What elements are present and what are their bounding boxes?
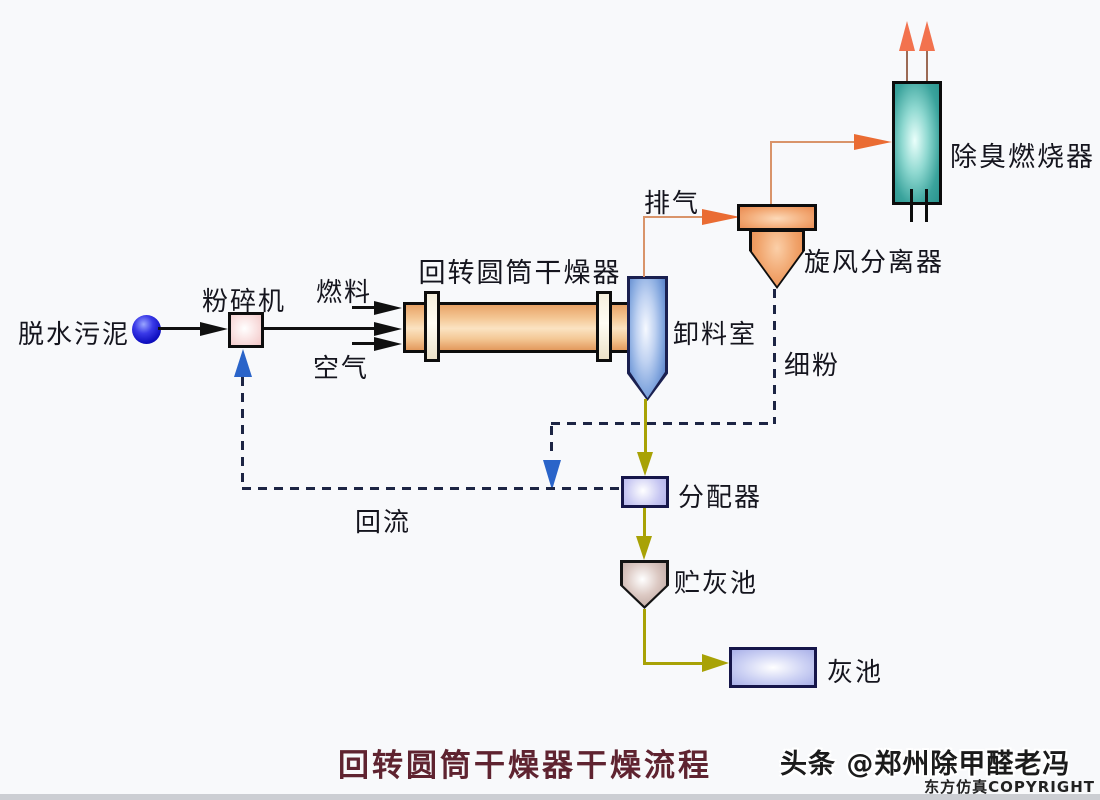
burner-label: 除臭燃烧器 bbox=[950, 142, 1095, 173]
fine-powder-line-vertical bbox=[773, 289, 776, 424]
exhaust-riser-line bbox=[643, 218, 645, 277]
fine-powder-label: 细粉 bbox=[784, 351, 841, 381]
cyclone-to-burner-arrowhead bbox=[854, 134, 892, 150]
reflux-label: 回流 bbox=[355, 508, 412, 538]
burner-vent-stem-right bbox=[926, 44, 928, 81]
fine-powder-drop-line bbox=[550, 426, 553, 458]
burner-vent-stem-left bbox=[906, 44, 908, 81]
dryer-cylinder bbox=[403, 302, 630, 353]
chamber-to-distributor-line bbox=[644, 399, 647, 453]
cyclone-funnel bbox=[749, 229, 805, 289]
distributor-box bbox=[621, 476, 669, 508]
watermark-headline: 头条 @郑州除甲醛老冯 bbox=[780, 749, 1071, 780]
burner-vent-arrowhead-right bbox=[919, 21, 935, 51]
fine-powder-down-arrowhead bbox=[543, 460, 561, 490]
sludge-label: 脱水污泥 bbox=[18, 320, 131, 350]
dryer-label: 回转圆筒干燥器 bbox=[418, 258, 622, 289]
discharge-chamber-label: 卸料室 bbox=[673, 320, 758, 350]
discharge-chamber bbox=[627, 276, 668, 401]
exhaust-label: 排气 bbox=[644, 189, 701, 219]
cyclone-label: 旋风分离器 bbox=[804, 248, 945, 278]
cyclone-to-burner-line bbox=[770, 141, 856, 143]
ash-storage-hopper bbox=[620, 560, 669, 609]
reflux-line-horizontal bbox=[242, 487, 621, 490]
bottom-strip bbox=[0, 794, 1100, 800]
reflux-line-vertical bbox=[241, 377, 244, 488]
ash-pool-box bbox=[729, 647, 817, 688]
chamber-to-distributor-arrowhead bbox=[637, 452, 653, 476]
distributor-to-hopper-line bbox=[643, 508, 646, 538]
reflux-up-arrowhead bbox=[234, 349, 252, 377]
cyclone-to-burner-riser bbox=[770, 142, 772, 204]
hopper-to-pool-arrowhead bbox=[702, 654, 729, 672]
diagram-title: 回转圆筒干燥器干燥流程 bbox=[338, 748, 712, 784]
fuel-label: 燃料 bbox=[316, 278, 373, 308]
hopper-to-pool-line-vertical bbox=[643, 609, 646, 665]
dryer-riding-ring-left bbox=[424, 291, 440, 362]
fuel-inlet-line bbox=[352, 306, 376, 309]
cyclone-body bbox=[737, 204, 817, 231]
dryer-riding-ring-right bbox=[596, 291, 612, 362]
burner-vent-arrowhead-left bbox=[899, 21, 915, 51]
sludge-node bbox=[132, 315, 161, 344]
watermark-copyright: 东方仿真COPYRIGHT bbox=[924, 778, 1095, 796]
fine-powder-line-horizontal bbox=[551, 422, 773, 425]
crusher-to-dryer-arrowhead bbox=[374, 322, 402, 336]
burner-leg-left bbox=[910, 189, 913, 222]
burner-leg-right bbox=[925, 189, 928, 222]
air-inlet-line bbox=[352, 342, 376, 345]
exhaust-arrowhead bbox=[702, 209, 740, 225]
ash-pool-label: 灰池 bbox=[827, 658, 884, 688]
crusher-to-dryer-line bbox=[264, 327, 374, 330]
distributor-label: 分配器 bbox=[678, 483, 763, 513]
burner-box bbox=[892, 81, 942, 205]
sludge-to-crusher-arrowhead bbox=[200, 322, 228, 336]
hopper-to-pool-line-horizontal bbox=[643, 662, 703, 665]
exhaust-line bbox=[643, 216, 703, 218]
distributor-to-hopper-arrowhead bbox=[636, 536, 652, 560]
fuel-inlet-arrowhead bbox=[374, 301, 402, 315]
air-inlet-arrowhead bbox=[374, 337, 402, 351]
crusher-box bbox=[228, 312, 264, 348]
ash-storage-label: 贮灰池 bbox=[674, 569, 759, 599]
sludge-to-crusher-line bbox=[158, 327, 202, 330]
air-label: 空气 bbox=[313, 354, 370, 384]
